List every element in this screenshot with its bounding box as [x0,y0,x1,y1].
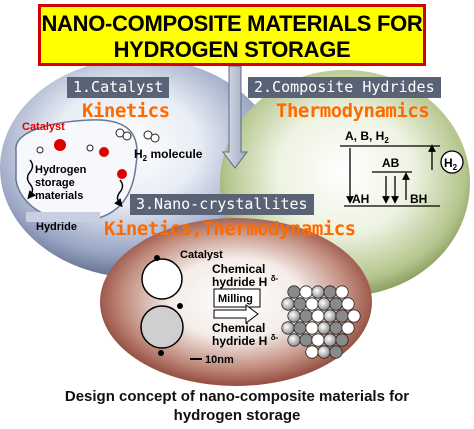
bh-label: BH [410,192,427,206]
nano-particle [305,321,319,335]
hydride-layer [26,212,100,222]
nanocrystallites-panel-label: 3.Nano-crystallites [130,194,314,215]
catalyst-dot [154,255,160,261]
milling-arrow [213,304,259,324]
nano-particle [323,333,337,347]
diagram-text: Catalyst H2 molecule Hydrogen storage ma… [22,121,458,366]
nano-particle [317,345,331,359]
down-arrow [222,65,248,169]
nano-particle [299,309,313,323]
h2-bubble [440,150,464,174]
nano-particle [323,285,337,299]
nano-particle [299,285,313,299]
nano-particle [323,309,337,323]
nano-particle [287,333,301,347]
h2-molecule-icon [122,131,132,141]
nano-particle [335,333,349,347]
title-box: NANO-COMPOSITE MATERIALS FOR HYDROGEN ST… [38,4,426,66]
kinetics-thermodynamics-label: Kinetics,Thermodynamics [104,218,356,240]
nano-particle [311,309,325,323]
thermodynamics-label: Thermodynamics [276,100,430,122]
nano-particle [293,297,307,311]
nano-particle [341,321,355,335]
nano-particle [281,321,295,335]
hydrogen-atom [36,146,44,154]
nano-catalyst-label: Catalyst [180,249,223,261]
catalyst-dot [177,303,183,309]
nano-particle [287,309,301,323]
nano-particle [317,297,331,311]
catalyst-dot [158,350,164,356]
hydride-label: Hydride [36,221,77,233]
title-line-2: HYDROGEN STORAGE [113,37,351,62]
catalyst-label: Catalyst [22,121,65,133]
catalyst-particle [99,147,109,157]
milling-label: Milling [218,293,253,305]
diffusion-arrow [114,179,124,208]
hydrogen-atom [86,144,94,152]
catalyst-particle [117,169,127,179]
kinetics-label: Kinetics [82,100,170,122]
h2-bubble-label: H2 [444,156,458,172]
hydride-particle [140,305,184,349]
nano-particle [293,321,307,335]
ab-label: AB [382,156,400,170]
caption-line-2: hydrogen storage [173,407,301,424]
nano-particle [305,297,319,311]
chemical-hydride-label: Chemical hydride H δ- [212,262,279,289]
nano-particle [329,345,343,359]
nano-particle [335,309,349,323]
nano-particle [311,285,325,299]
nano-particle [335,285,349,299]
title-line-1: NANO-COMPOSITE MATERIALS FOR [41,11,423,36]
nano-particle [287,285,301,299]
nano-particle [329,321,343,335]
nano-particle [299,333,313,347]
ah-label: AH [352,192,369,206]
nano-particle-cluster [281,285,361,359]
nano-particle [317,321,331,335]
nano-particle [305,345,319,359]
diffusion-arrow [26,159,36,200]
nano-particle [329,297,343,311]
energy-top-label: A, B, H2 [345,129,389,145]
chemical-hydride-label: Chemical hydride H δ- [212,321,279,348]
scale-label: 10nm [205,354,234,366]
nano-particle [311,333,325,347]
nanocrystallites-contents [140,255,261,360]
h2-molecule-label: H2 molecule [134,147,203,163]
caption-line-1: Design concept of nano-composite materia… [64,388,410,405]
composite-panel-label: 2.Composite Hydrides [248,77,441,98]
catalyst-panel-contents [15,119,160,222]
nano-particle [281,297,295,311]
h2-molecule-icon [150,133,160,143]
catalyst-panel-label: 1.Catalyst [67,77,170,98]
storage-material-label: Hydrogen storage materials [35,164,89,202]
nano-particle [341,297,355,311]
nano-particle [347,309,361,323]
catalyst-particle [54,139,66,151]
hydride-particle [141,258,183,300]
energy-diagram [340,144,464,207]
milling-box [213,288,261,308]
